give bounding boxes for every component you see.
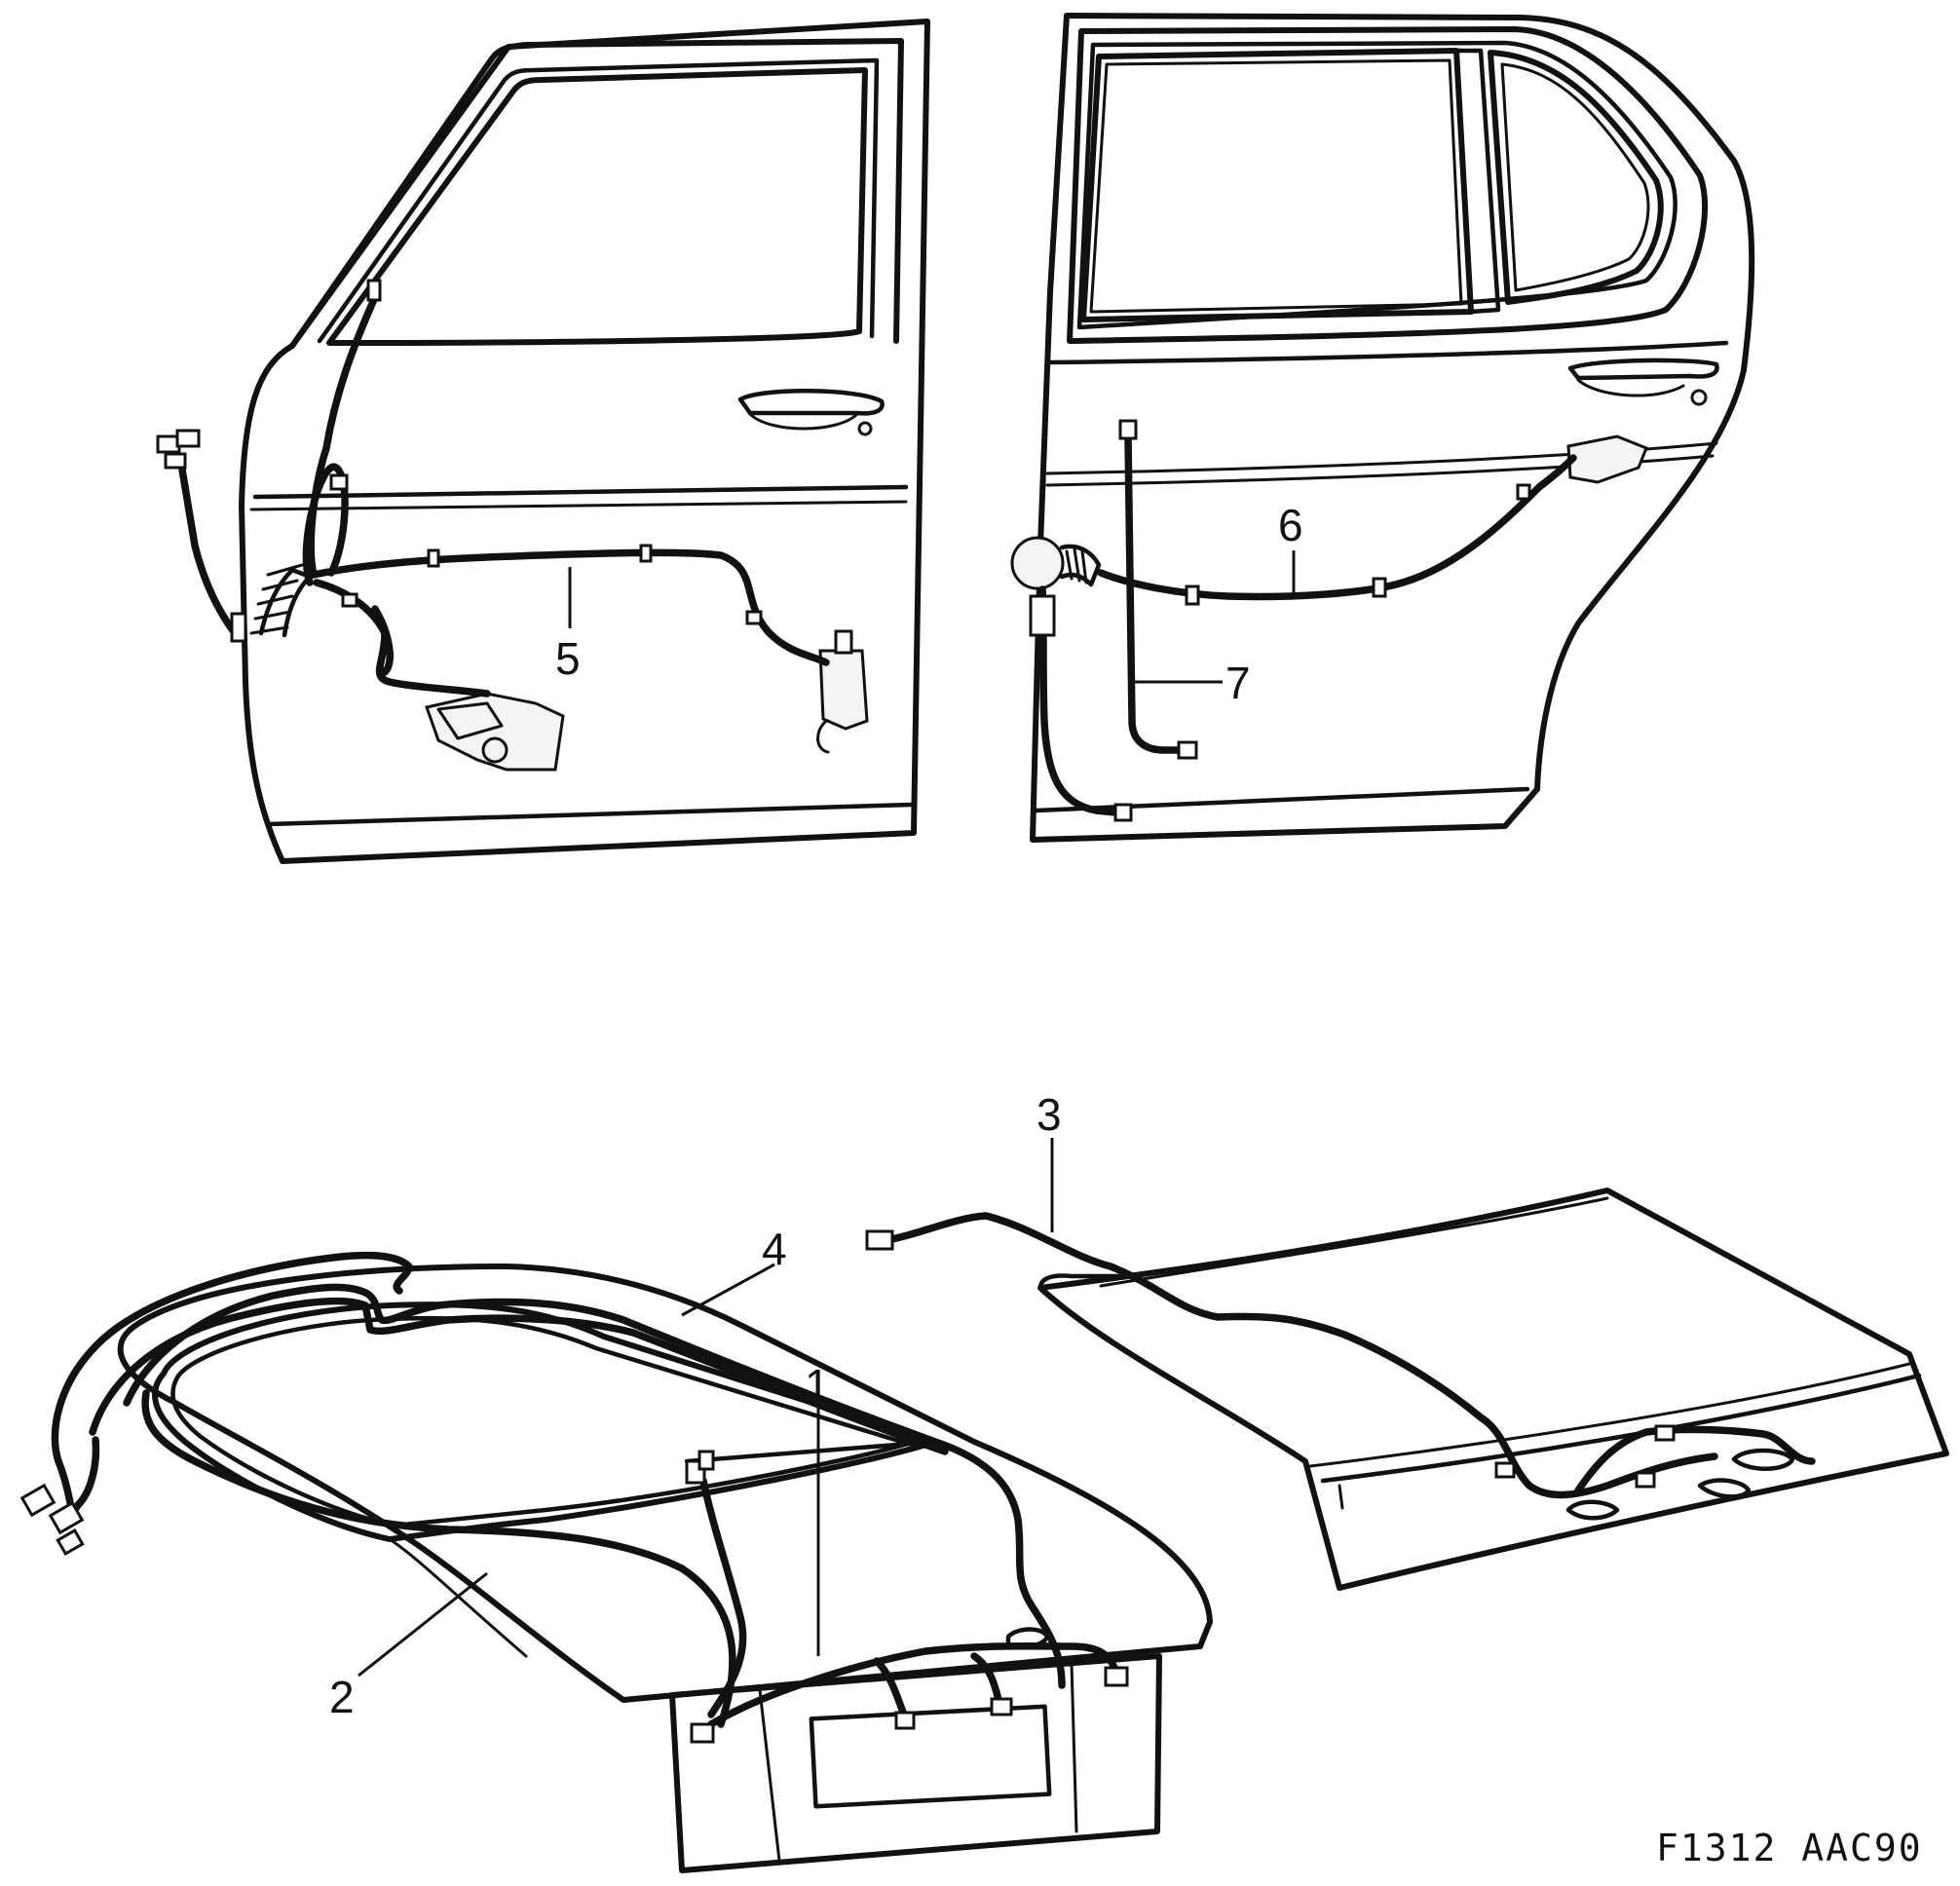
tailgate-assembly	[19, 1251, 1213, 1873]
rear-door	[1010, 13, 1755, 843]
callout-5: 5	[555, 633, 581, 684]
callout-2: 2	[329, 1672, 355, 1722]
rear-panel	[865, 1188, 1949, 1591]
figure-code: F1312 AAC90	[1656, 1827, 1923, 1869]
callout-4: 4	[762, 1224, 787, 1274]
front-door	[156, 19, 930, 864]
callout-1: 1	[805, 1360, 830, 1411]
callout-labels: 5 6 7 3 4 1 2	[329, 500, 1303, 1722]
callout-7: 7	[1225, 658, 1251, 708]
leader-lines	[358, 550, 1296, 1678]
callout-6: 6	[1278, 500, 1303, 550]
callout-3: 3	[1037, 1089, 1062, 1140]
